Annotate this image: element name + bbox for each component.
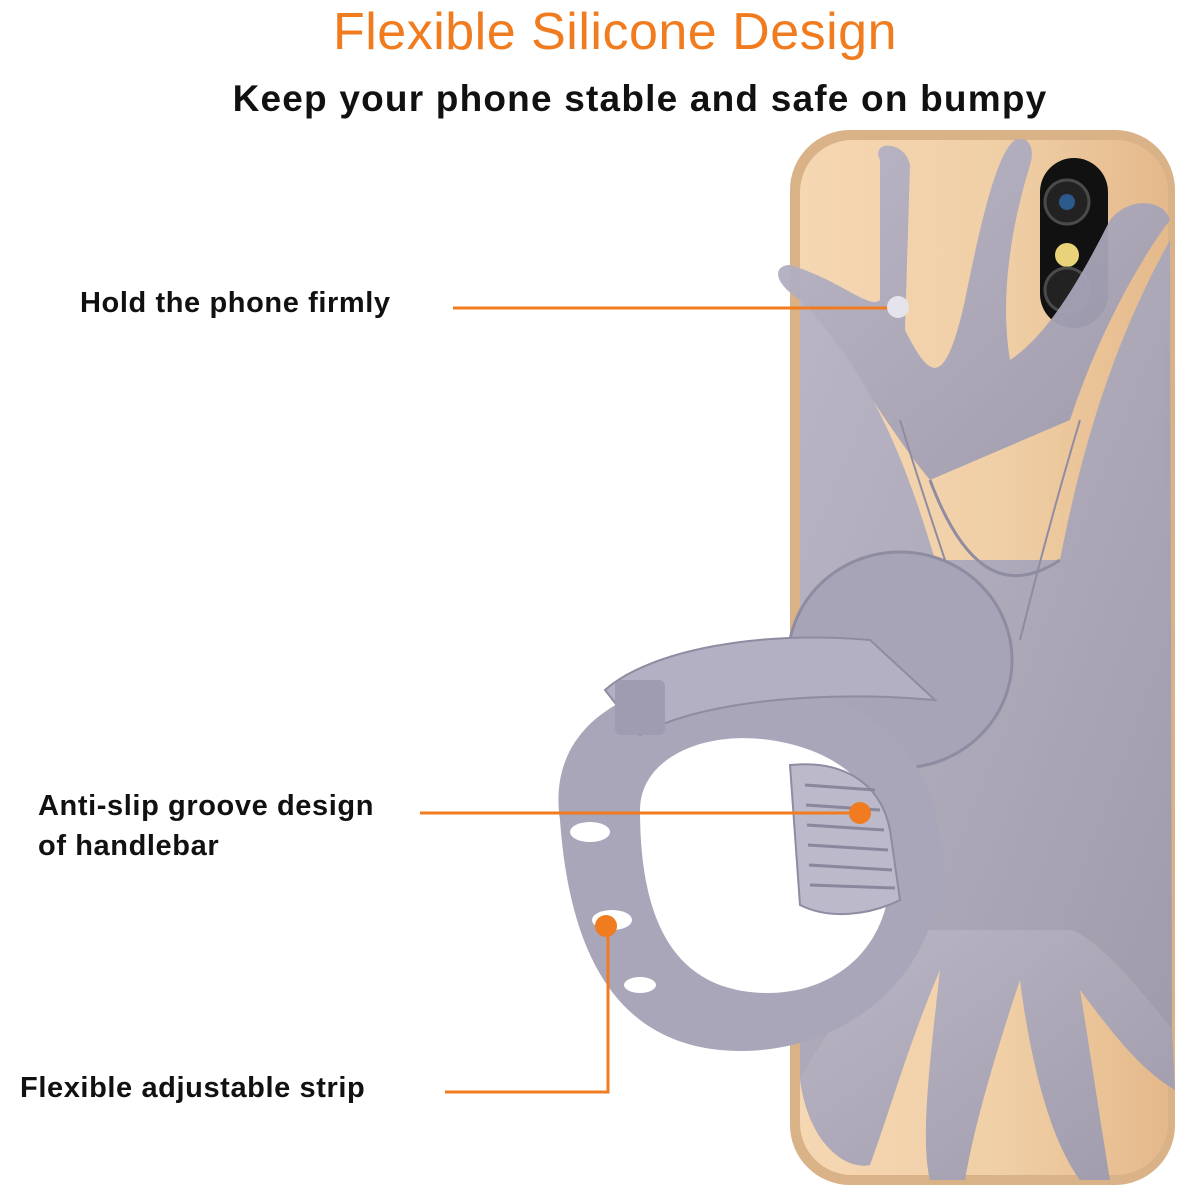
- callout-line-groove: [420, 802, 871, 824]
- callout-anti-slip-line1: Anti-slip groove design: [38, 790, 375, 822]
- callout-hold-phone: Hold the phone firmly: [80, 287, 391, 319]
- page-title: Flexible Silicone Design: [332, 3, 898, 61]
- callout-anti-slip: Anti-slip groove design of handlebar: [38, 786, 458, 866]
- callout-adjustable-strip: Flexible adjustable strip: [20, 1072, 366, 1104]
- callout-anti-slip-line2: of handlebar: [38, 830, 220, 862]
- callout-line-hold: [453, 296, 909, 318]
- callout-line-strip: [445, 915, 617, 1094]
- page-subtitle: Keep your phone stable and safe on bumpy: [232, 78, 1048, 119]
- handlebar-clamp: [558, 636, 941, 1051]
